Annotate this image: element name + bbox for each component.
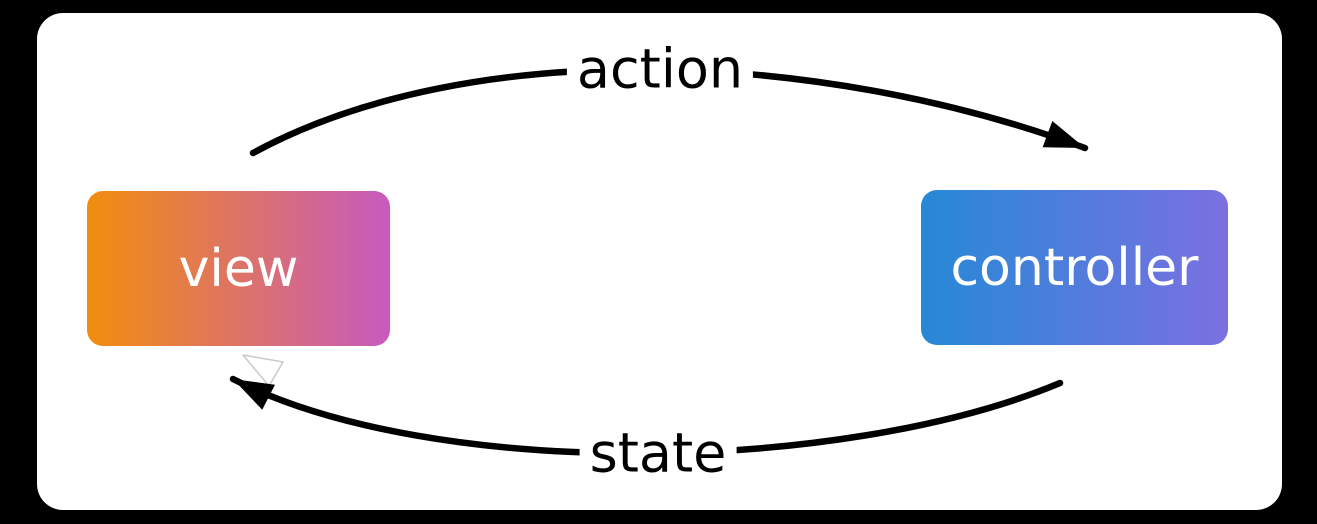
diagram-card: view controller action state (37, 13, 1282, 510)
node-view: view (87, 191, 390, 346)
edge-label-state: state (579, 423, 737, 483)
node-controller: controller (921, 190, 1228, 345)
node-view-label: view (178, 238, 299, 299)
edge-label-action: action (566, 39, 754, 99)
node-controller-label: controller (950, 237, 1199, 298)
ghost-arrowhead-icon (242, 354, 284, 387)
